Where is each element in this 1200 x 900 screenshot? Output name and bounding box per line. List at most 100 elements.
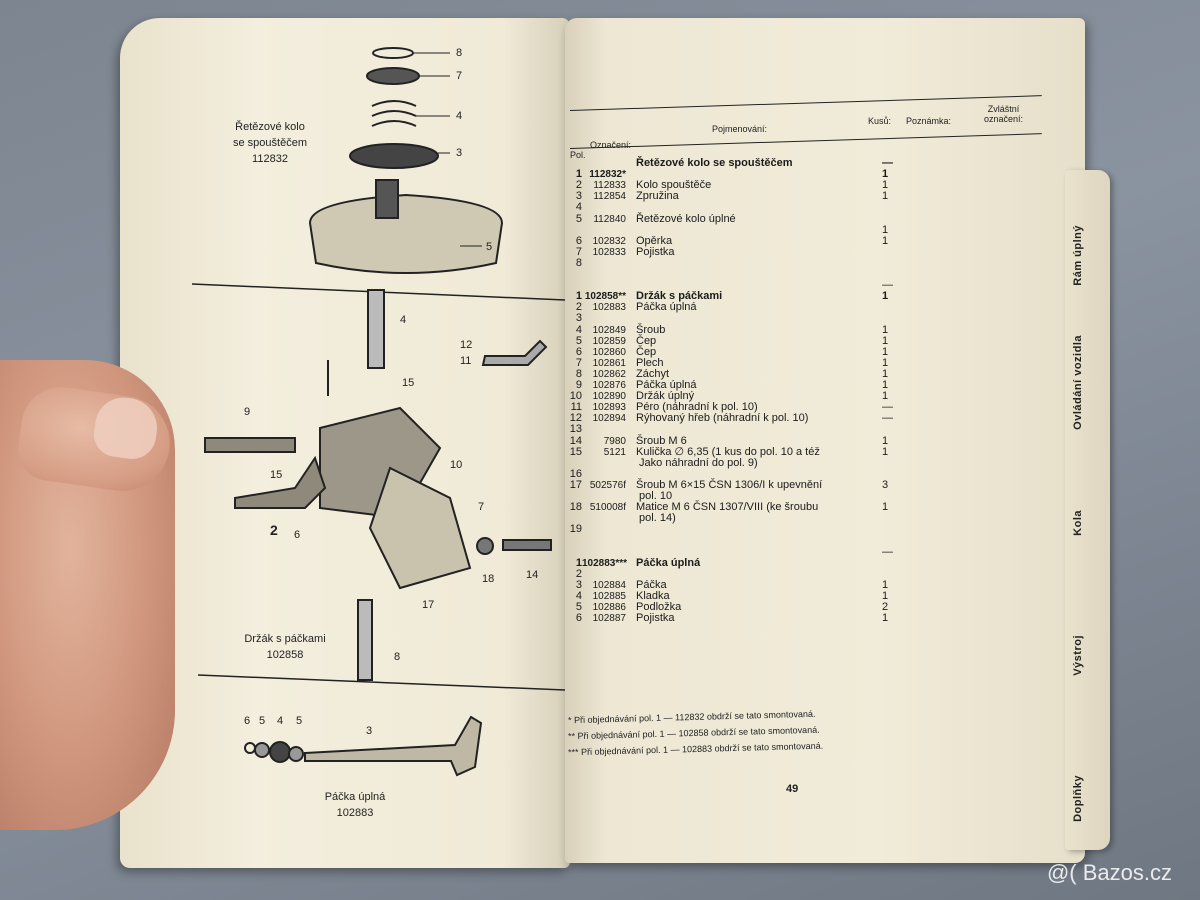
row-position: 6 (575, 345, 582, 358)
row-position: 1 (575, 556, 582, 569)
row-position: 2 (575, 567, 582, 580)
row-part-number: 112854 (593, 191, 626, 203)
watermark: @( Bazos.cz (1046, 860, 1172, 885)
row-quantity: 1 (882, 501, 889, 514)
tab-doplnky[interactable]: Doplňky (1072, 775, 1084, 822)
row-quantity: 1 (882, 234, 889, 247)
row-position: 14 (569, 434, 582, 447)
row-position: 1 (575, 290, 582, 303)
row-position: 5 (575, 334, 582, 347)
row-quantity: 1 (882, 179, 889, 192)
row-position: 18 (569, 501, 582, 514)
row-position: 9 (575, 379, 582, 391)
row-position: 19 (569, 523, 582, 536)
row-quantity: 2 (882, 601, 889, 613)
row-part-name: Řetězové kolo se spouštěčem (636, 157, 793, 169)
row-quantity: 1 (882, 434, 889, 447)
row-position: 5 (575, 601, 582, 613)
table-row: 8 (568, 256, 636, 269)
header-pol: Pol. (570, 150, 586, 160)
callout-label: 3 (366, 725, 373, 737)
nut-part-18 (476, 537, 494, 555)
row-part-name: Řetězové kolo úplné (636, 212, 736, 225)
row-part-number: 102861 (592, 357, 626, 369)
header-poznamka: Poznámka: (906, 116, 952, 126)
row-part-name: Čep (636, 345, 657, 358)
caption-holder: Držák s páčkami 102858 (244, 633, 326, 661)
row-position: 8 (575, 256, 582, 269)
row-part-name: Záchyt (636, 367, 670, 380)
row-position: 3 (575, 312, 582, 325)
row-quantity: 1 (882, 190, 889, 203)
header-zvlastni: Zvláštní označení: (984, 104, 1024, 124)
tab-vystroj[interactable]: Výstroj (1072, 635, 1084, 676)
row-quantity: 1 (882, 334, 889, 347)
caption-sprocket: Řetězové kolo se spouštěčem 112832 (233, 121, 307, 165)
row-position: 8 (575, 367, 582, 380)
table-row: 3 (568, 313, 636, 324)
callout-label: 8 (394, 651, 401, 663)
table-row: — (568, 546, 893, 558)
row-part-name: Šroub M 6×15 ČSN 1306/I k upevnění (636, 478, 823, 491)
header-pojmenovani: Pojmenování: (712, 124, 768, 134)
row-part-name: Páčka úplná (636, 379, 697, 391)
row-part-number: 112832* (589, 169, 626, 181)
row-part-name: Šroub (636, 323, 666, 336)
tab-kola[interactable]: Kola (1072, 510, 1084, 536)
row-position: 7 (575, 356, 582, 369)
callout-label: 7 (478, 501, 485, 513)
callout-label: 8 (456, 47, 463, 59)
row-position: 7 (575, 245, 582, 258)
row-position: 1 (575, 168, 582, 181)
callout-label: 5 (486, 241, 493, 253)
table-row: 16 (568, 468, 636, 480)
row-quantity: 1 (882, 445, 889, 458)
row-part-number: 102884 (592, 579, 626, 591)
row-quantity: 1 (882, 290, 889, 303)
row-quantity: 1 (882, 390, 889, 403)
row-part-number: 102890 (592, 391, 626, 403)
row-position: 4 (575, 323, 582, 336)
row-quantity: 1 (882, 379, 889, 391)
row-quantity: 1 (882, 345, 889, 358)
gear-part-3 (349, 143, 439, 169)
row-part-number: 5121 (603, 446, 626, 458)
row-part-name: Čep (636, 334, 657, 347)
row-quantity: 1 (882, 323, 889, 336)
tab-ovladani-vozidla[interactable]: Ovládání vozidla (1072, 335, 1084, 430)
row-quantity: 3 (882, 478, 889, 491)
callout-label: 2 (270, 522, 278, 538)
row-quantity: 1 (882, 367, 889, 380)
callout-label: 17 (422, 599, 435, 611)
spring-part-4 (371, 100, 417, 127)
callout-label: 5 (259, 715, 266, 727)
callout-label: 18 (482, 573, 495, 585)
callout-label: 15 (402, 377, 415, 389)
exploded-diagrams (191, 47, 566, 777)
row-position: 4 (575, 589, 582, 602)
row-part-number: 102893 (592, 402, 626, 414)
row-part-name: Kladka (636, 589, 670, 602)
table-row: 1 (568, 224, 888, 236)
table-row: 2 (568, 567, 636, 580)
row-part-name: Jako náhradní do pol. 9) (636, 456, 758, 469)
callout-label: 12 (460, 339, 473, 351)
pin-part-4 (367, 289, 385, 369)
row-part-name: Zpružina (636, 190, 679, 203)
bracket-part-7 (368, 466, 472, 590)
row-position: 15 (569, 445, 582, 458)
row-part-number: 102887 (592, 613, 626, 625)
row-part-number: 102886 (592, 602, 626, 613)
table-row: 13 (568, 424, 636, 435)
tab-ram-uplny[interactable]: Rám úplný (1072, 225, 1084, 286)
